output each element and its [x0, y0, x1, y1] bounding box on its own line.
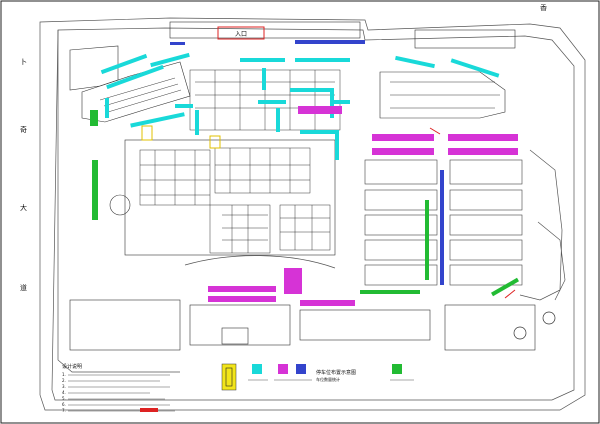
center-caption: 停车位布置示意图	[316, 369, 356, 376]
main-building-grid	[140, 148, 310, 253]
main-block-south	[209, 204, 271, 254]
blue-parking	[170, 40, 444, 285]
sw-block	[69, 299, 181, 351]
east-wing	[279, 204, 331, 251]
gate-marker	[217, 26, 265, 40]
ring-marker-1	[513, 326, 527, 340]
green-parking	[90, 110, 519, 297]
label-left-4: 道	[20, 283, 27, 292]
south-arc	[184, 255, 336, 269]
cyan-parking	[100, 52, 500, 160]
note-2: 2.	[62, 378, 66, 383]
notes-title: 设计说明	[62, 363, 82, 370]
center-subcaption: 车位数量统计	[316, 376, 340, 382]
magenta-parking	[208, 106, 518, 306]
north-strip	[169, 21, 361, 39]
red-mark-2	[429, 127, 441, 135]
legend-green	[392, 364, 402, 374]
note-4: 4.	[62, 390, 66, 395]
legend-yellow-detail	[225, 367, 233, 387]
label-left-2: 奇	[20, 125, 27, 134]
notes-red-tag	[140, 408, 158, 412]
yellow-cell-1	[141, 125, 153, 141]
label-left-1: 卜	[20, 58, 27, 66]
red-mark-1	[504, 289, 516, 299]
note-7: 7.	[62, 408, 66, 413]
note-3: 3.	[62, 384, 66, 389]
ne-top-building	[414, 29, 516, 49]
main-block-center	[214, 147, 311, 194]
notes-lines	[68, 374, 175, 412]
outer-road	[39, 17, 586, 411]
note-5: 5.	[62, 396, 66, 401]
east-wing-grid	[280, 205, 330, 250]
south-building	[189, 304, 291, 346]
label-left-3: 大	[20, 203, 27, 212]
label-top-right: 香	[540, 3, 547, 12]
legend: 停车位布置示意图 车位数量统计	[221, 363, 414, 391]
ne-building-detail	[390, 81, 500, 109]
ramp	[537, 221, 566, 301]
east-curve	[519, 149, 563, 301]
west-road	[57, 30, 180, 373]
ring-marker-2	[542, 311, 556, 325]
yellow-cell-2	[209, 135, 221, 149]
east-parking-rows	[364, 159, 523, 286]
notes-block: 设计说明 1. 2. 3. 4. 5. 6. 7.	[62, 363, 175, 413]
note-6: 6.	[62, 402, 66, 407]
ne-building	[379, 71, 506, 119]
gate-label: 入口	[235, 31, 247, 38]
legend-yellow	[221, 363, 237, 391]
legend-cyan	[252, 364, 262, 374]
south-east-building	[299, 309, 431, 341]
inner-road	[51, 27, 575, 401]
main-building	[124, 139, 336, 256]
legend-blue	[296, 364, 306, 374]
rotunda	[109, 194, 131, 216]
note-1: 1.	[62, 372, 66, 377]
se-block	[444, 304, 536, 351]
south-entrance	[221, 327, 249, 345]
legend-magenta	[278, 364, 288, 374]
diagonal-wing-detail	[99, 77, 182, 113]
